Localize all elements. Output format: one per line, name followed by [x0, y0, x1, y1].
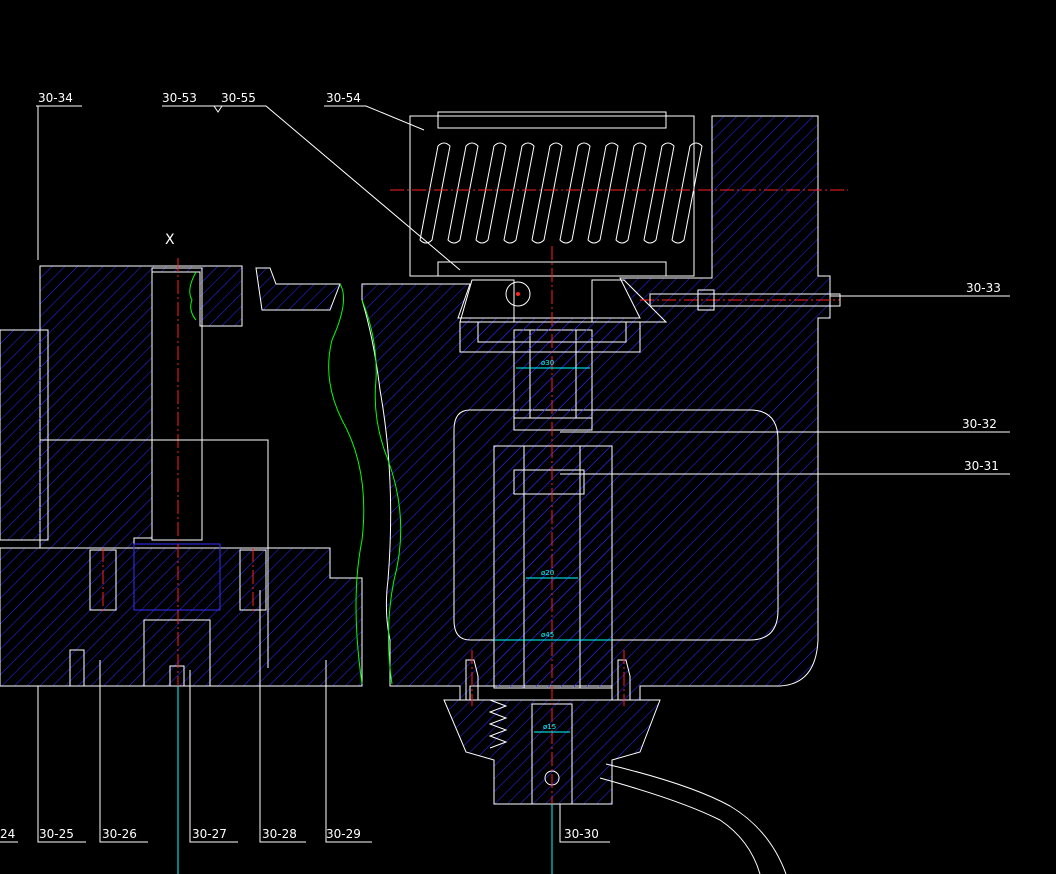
housing-cavity	[453, 409, 779, 641]
wedge-right	[591, 279, 668, 323]
label-30-26[interactable]: 30-26	[102, 827, 137, 841]
worm-gear-assembly	[409, 111, 703, 277]
housing-section	[361, 115, 831, 701]
bolt-shank	[649, 293, 841, 307]
dim-text-15: ø15	[543, 723, 556, 731]
dim-text-20: ø20	[541, 569, 554, 577]
label-30-55[interactable]: 30-55	[221, 91, 256, 105]
worm-thread	[615, 142, 647, 244]
heater-cable	[599, 777, 761, 874]
leader-28b	[40, 439, 269, 668]
bolt-30-33	[649, 289, 841, 311]
label-30-25[interactable]: 30-25	[39, 827, 74, 841]
label-30-30[interactable]: 30-30	[564, 827, 599, 841]
pin-left	[465, 659, 479, 701]
leader-30	[559, 804, 610, 843]
top-plate	[39, 265, 243, 549]
label-30-34[interactable]: 30-34	[38, 91, 73, 105]
leader-25	[37, 686, 86, 843]
view-marker: X	[165, 232, 175, 248]
spring	[488, 699, 508, 749]
worm-threads	[419, 142, 703, 244]
break-line-1	[328, 283, 365, 685]
leader-28	[259, 590, 306, 843]
bearing-30-32	[513, 417, 593, 431]
left-assembly	[0, 265, 363, 687]
label-30-53[interactable]: 30-53	[162, 91, 197, 105]
worm-thread	[587, 142, 619, 244]
worm-thread	[447, 142, 479, 244]
worm-thread	[419, 142, 451, 244]
shaft-pin-hole	[505, 281, 531, 307]
leader-53-55	[162, 105, 461, 271]
worm-cover	[437, 111, 667, 129]
die-insert	[133, 543, 221, 611]
guide-pillar	[151, 267, 203, 541]
worm-thread	[531, 142, 563, 244]
dimension-group: ø30 ø20 ø45 ø15	[494, 359, 612, 733]
leader-29	[325, 660, 372, 843]
shaft-pin-dot	[516, 292, 520, 296]
label-30-28[interactable]: 30-28	[262, 827, 297, 841]
label-30-33[interactable]: 30-33	[966, 281, 1001, 295]
label-30-27[interactable]: 30-27	[192, 827, 227, 841]
bearing-30-31	[513, 469, 585, 495]
leader-27	[189, 670, 238, 843]
worm-thread	[475, 142, 507, 244]
worm-thread	[559, 142, 591, 244]
label-30-32[interactable]: 30-32	[962, 417, 997, 431]
top-plate-right	[255, 267, 341, 311]
break-line-2	[361, 299, 402, 685]
left-strip	[0, 329, 49, 541]
label-30-54[interactable]: 30-54	[326, 91, 361, 105]
lower-plate	[0, 547, 363, 687]
center-pin	[169, 665, 185, 687]
bolt-head	[697, 289, 715, 311]
heater-cable-2	[605, 763, 787, 874]
label-30-29[interactable]: 30-29	[326, 827, 361, 841]
leader-lines	[0, 105, 1010, 843]
part-labels: 30-34 30-53 30-55 30-54 30-33 30-32 30-3…	[0, 91, 1001, 841]
dim-text-45: ø45	[541, 631, 554, 639]
label-24[interactable]: 24	[0, 827, 15, 841]
worm-thread	[643, 142, 675, 244]
label-30-31[interactable]: 30-31	[964, 459, 999, 473]
worm-thread	[671, 142, 703, 244]
break-line-3	[189, 271, 197, 321]
dowel-pin	[69, 649, 85, 687]
bearing-cap	[459, 321, 641, 353]
leader-26	[99, 660, 148, 843]
housing-body	[361, 115, 831, 701]
pin-right	[617, 659, 631, 701]
leader-54	[324, 105, 425, 131]
leader-53-tick	[213, 105, 223, 113]
dim-text-30: ø30	[541, 359, 554, 367]
worm-thread	[503, 142, 535, 244]
spindle-bore	[493, 445, 613, 689]
